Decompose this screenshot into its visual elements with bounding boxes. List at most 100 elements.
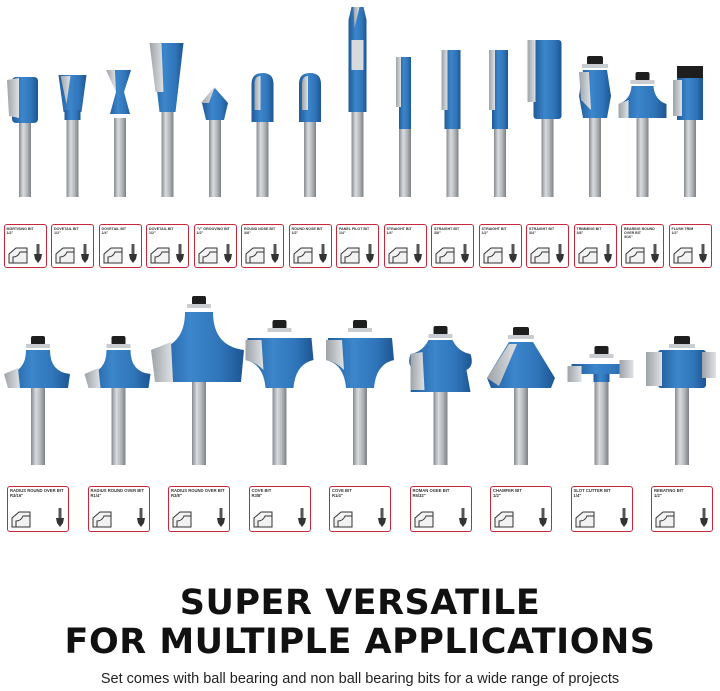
bit-icon bbox=[378, 508, 386, 527]
bit-icon bbox=[539, 508, 547, 527]
blade bbox=[410, 352, 425, 390]
bit-label-size: 1/2" bbox=[481, 231, 489, 236]
profile-icon bbox=[11, 511, 31, 528]
profile-icon bbox=[253, 511, 272, 528]
bit-icon bbox=[413, 244, 422, 263]
router-bit bbox=[527, 40, 562, 197]
profile-icon bbox=[340, 247, 360, 264]
bit-label-size: 1/4" bbox=[573, 492, 582, 498]
router-bit bbox=[396, 57, 411, 197]
shank bbox=[636, 118, 649, 197]
profile-icon bbox=[172, 511, 192, 528]
bit-label-icons bbox=[625, 244, 660, 264]
bit-label-size: 3/8" bbox=[244, 231, 251, 236]
bit-label-icons bbox=[92, 508, 146, 528]
profile-icon bbox=[8, 247, 27, 264]
router-bit bbox=[245, 320, 314, 465]
blade bbox=[60, 76, 71, 104]
bearing bbox=[674, 336, 690, 345]
bit-label-name: TRIMMING BIT bbox=[576, 227, 602, 231]
shank bbox=[256, 122, 269, 197]
profile-icon bbox=[575, 511, 594, 528]
bit-icon bbox=[366, 244, 374, 263]
bit-icon bbox=[271, 244, 279, 263]
bearing bbox=[353, 320, 367, 329]
profile-icon bbox=[333, 511, 353, 528]
cutter bbox=[154, 312, 244, 382]
blade bbox=[619, 360, 634, 378]
blade bbox=[106, 70, 116, 92]
shank bbox=[399, 128, 411, 197]
bit-label-icons bbox=[494, 508, 548, 528]
bit-icon bbox=[33, 244, 42, 263]
bit-label-size: 1/2" bbox=[654, 492, 662, 498]
blade bbox=[441, 50, 448, 110]
bit-label-icons bbox=[655, 508, 709, 528]
blade bbox=[579, 72, 591, 110]
blade bbox=[646, 352, 662, 386]
bit-icon bbox=[81, 244, 89, 263]
router-bit bbox=[489, 50, 508, 197]
bit-icon bbox=[698, 244, 707, 263]
bit-icon bbox=[700, 508, 708, 527]
cutter-hub bbox=[593, 374, 610, 382]
bit-label-name: STRAIGHT BIT bbox=[386, 227, 412, 231]
bearing-washer bbox=[26, 344, 50, 348]
bearing-washer bbox=[582, 64, 608, 68]
blade bbox=[254, 76, 261, 110]
bit-label-icons bbox=[673, 244, 708, 264]
profile-icon bbox=[55, 247, 75, 264]
bit-label-name: PANEL PILOT BIT bbox=[339, 227, 370, 231]
profile-icon bbox=[245, 247, 265, 264]
bearing bbox=[272, 320, 287, 329]
bit-label-size: 1/2" bbox=[291, 231, 299, 236]
bit-label-icons bbox=[172, 508, 226, 528]
router-bit bbox=[106, 70, 131, 197]
bit-icon bbox=[136, 508, 145, 527]
shank bbox=[684, 118, 696, 197]
bit-label-icons bbox=[578, 244, 613, 264]
bit-label-name: DOVETAIL BIT bbox=[54, 227, 79, 231]
bearing-washer bbox=[630, 80, 655, 84]
bit-label-size: R3/16" bbox=[10, 492, 24, 498]
router-bit bbox=[151, 296, 244, 465]
bit-icon bbox=[318, 244, 327, 263]
bit-label-name: STRAIGHT BIT bbox=[529, 227, 555, 231]
bit-label-size: 1/2" bbox=[493, 492, 501, 498]
bit-label-icons bbox=[575, 508, 629, 528]
blade bbox=[326, 340, 344, 370]
router-bit bbox=[7, 77, 38, 197]
cutter bbox=[202, 88, 228, 120]
cutter bbox=[245, 338, 314, 388]
bit-label-name: ROUND NOSE BIT bbox=[291, 227, 323, 231]
bearing-washer bbox=[428, 334, 453, 338]
bearing bbox=[594, 346, 609, 355]
blade bbox=[302, 76, 308, 110]
bearing bbox=[635, 72, 650, 81]
cutter bbox=[326, 338, 394, 388]
profile-icon bbox=[388, 247, 407, 264]
bit-label-name: DOVETAIL BIT bbox=[149, 227, 174, 231]
shank bbox=[209, 118, 221, 197]
shank bbox=[351, 110, 364, 197]
blade bbox=[527, 40, 536, 102]
router-bit bbox=[441, 50, 461, 197]
bit-label-name: BEARING ROUND OVER BIT bbox=[624, 227, 655, 236]
router-bit bbox=[84, 336, 151, 465]
router-bit bbox=[487, 327, 555, 465]
bit-label-icons bbox=[253, 508, 307, 528]
bit-icon bbox=[56, 508, 64, 527]
bit-label-icons bbox=[340, 244, 375, 264]
cutter bbox=[571, 364, 632, 374]
bearing bbox=[111, 336, 126, 345]
profile-icon bbox=[150, 247, 170, 264]
bearing-washer bbox=[187, 304, 211, 308]
router-bit bbox=[618, 72, 667, 197]
